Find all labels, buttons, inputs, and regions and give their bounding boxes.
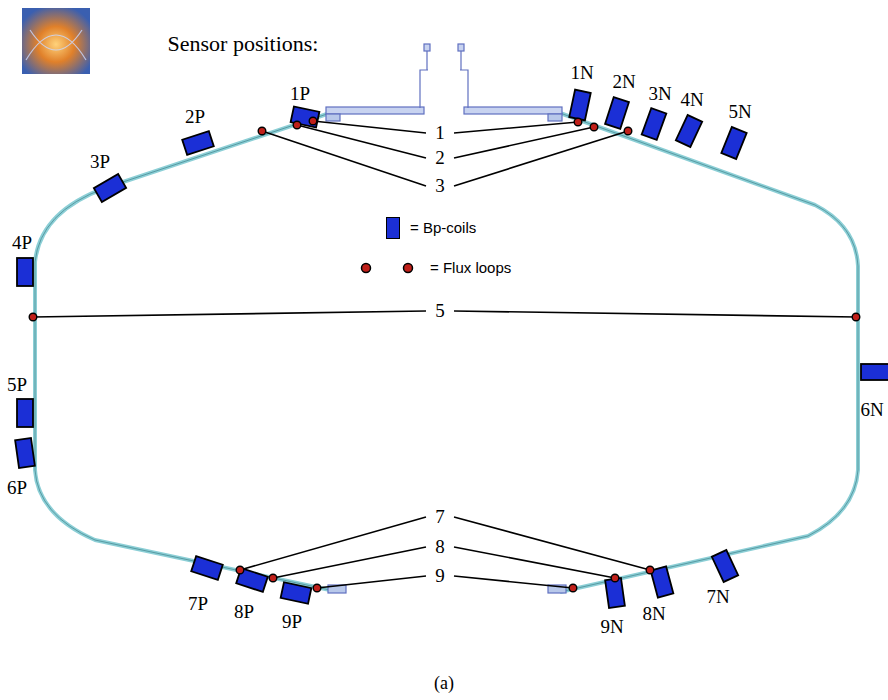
caption: (a) xyxy=(434,674,454,694)
flux-loop xyxy=(590,123,598,131)
flux-loop-line xyxy=(454,131,628,186)
bp-coil xyxy=(17,258,33,286)
coil-label: 4P xyxy=(12,233,32,254)
loop-number: 2 xyxy=(435,148,445,169)
bp-coil xyxy=(15,438,35,468)
vessel-wall xyxy=(35,113,858,592)
flux-loop xyxy=(236,566,244,574)
coil-label: 9N xyxy=(600,617,623,638)
flux-loop xyxy=(313,584,321,592)
coil-label: 5N xyxy=(728,102,751,123)
bp-coil xyxy=(191,556,223,580)
flux-loop xyxy=(646,566,654,574)
bp-coil xyxy=(17,399,33,427)
flux-loop-line xyxy=(297,125,426,158)
flux-loop-line xyxy=(262,131,426,186)
flux-loop xyxy=(611,574,619,582)
flux-loop-line xyxy=(454,127,594,158)
legend-text: = Bp-coils xyxy=(410,220,476,237)
bp-coil xyxy=(712,550,738,582)
flux-loop-line xyxy=(240,517,426,570)
coil-label: 8N xyxy=(642,604,665,625)
flux-loop xyxy=(852,313,860,321)
flux-loop xyxy=(569,584,577,592)
coil-label: 3N xyxy=(648,84,671,105)
flux-loop xyxy=(269,574,277,582)
flux-loop-line xyxy=(454,517,650,570)
coil-label: 6N xyxy=(860,400,883,421)
flux-loop-line xyxy=(454,547,615,578)
coil-label: 8P xyxy=(234,602,254,623)
legend-text: = Flux loops xyxy=(430,260,511,277)
legend-swatch xyxy=(386,217,400,239)
flux-loop xyxy=(624,127,632,135)
bp-coil xyxy=(94,174,126,202)
bp-coil xyxy=(182,131,214,155)
flux-loop xyxy=(293,121,301,129)
bp-coil xyxy=(281,582,312,603)
coil-label: 4N xyxy=(680,90,703,111)
logo-icon xyxy=(22,8,90,74)
coil-label: 5P xyxy=(7,375,27,396)
flux-loop-line xyxy=(317,576,426,588)
bp-coil xyxy=(569,90,590,121)
coil-label: 1N xyxy=(570,63,593,84)
loop-number: 8 xyxy=(435,537,445,558)
bp-coil xyxy=(676,115,702,147)
bp-coil xyxy=(605,578,625,608)
flux-loop-line xyxy=(454,311,856,317)
title: Sensor positions: xyxy=(168,32,319,56)
coil-label: 7N xyxy=(706,587,729,608)
flux-loop-legend-sample xyxy=(362,264,413,273)
coil-label: 9P xyxy=(282,612,302,633)
loop-number: 9 xyxy=(435,566,445,587)
bp-coil xyxy=(642,108,667,140)
flux-loop-line xyxy=(454,122,578,133)
coil-label: 3P xyxy=(90,152,110,173)
flux-loop-line xyxy=(33,311,426,317)
coil-label: 7P xyxy=(188,594,208,615)
flux-loop-line xyxy=(313,121,426,133)
bp-coil xyxy=(861,364,888,380)
flux-loop-line xyxy=(454,576,573,588)
loop-number: 5 xyxy=(435,301,445,322)
coil-label: 2P xyxy=(185,107,205,128)
coil-label: 2N xyxy=(612,72,635,93)
flux-loop-line xyxy=(273,547,426,578)
flux-loop xyxy=(29,313,37,321)
flux-loop xyxy=(574,118,582,126)
flux-loop xyxy=(258,127,266,135)
loop-number: 7 xyxy=(435,507,445,528)
coil-label: 1P xyxy=(290,84,310,105)
loop-number: 1 xyxy=(435,123,445,144)
bp-coil xyxy=(605,97,629,129)
flux-loop xyxy=(309,117,317,125)
loop-number: 3 xyxy=(435,176,445,197)
bp-coil xyxy=(721,127,746,159)
coil-label: 6P xyxy=(7,478,27,499)
